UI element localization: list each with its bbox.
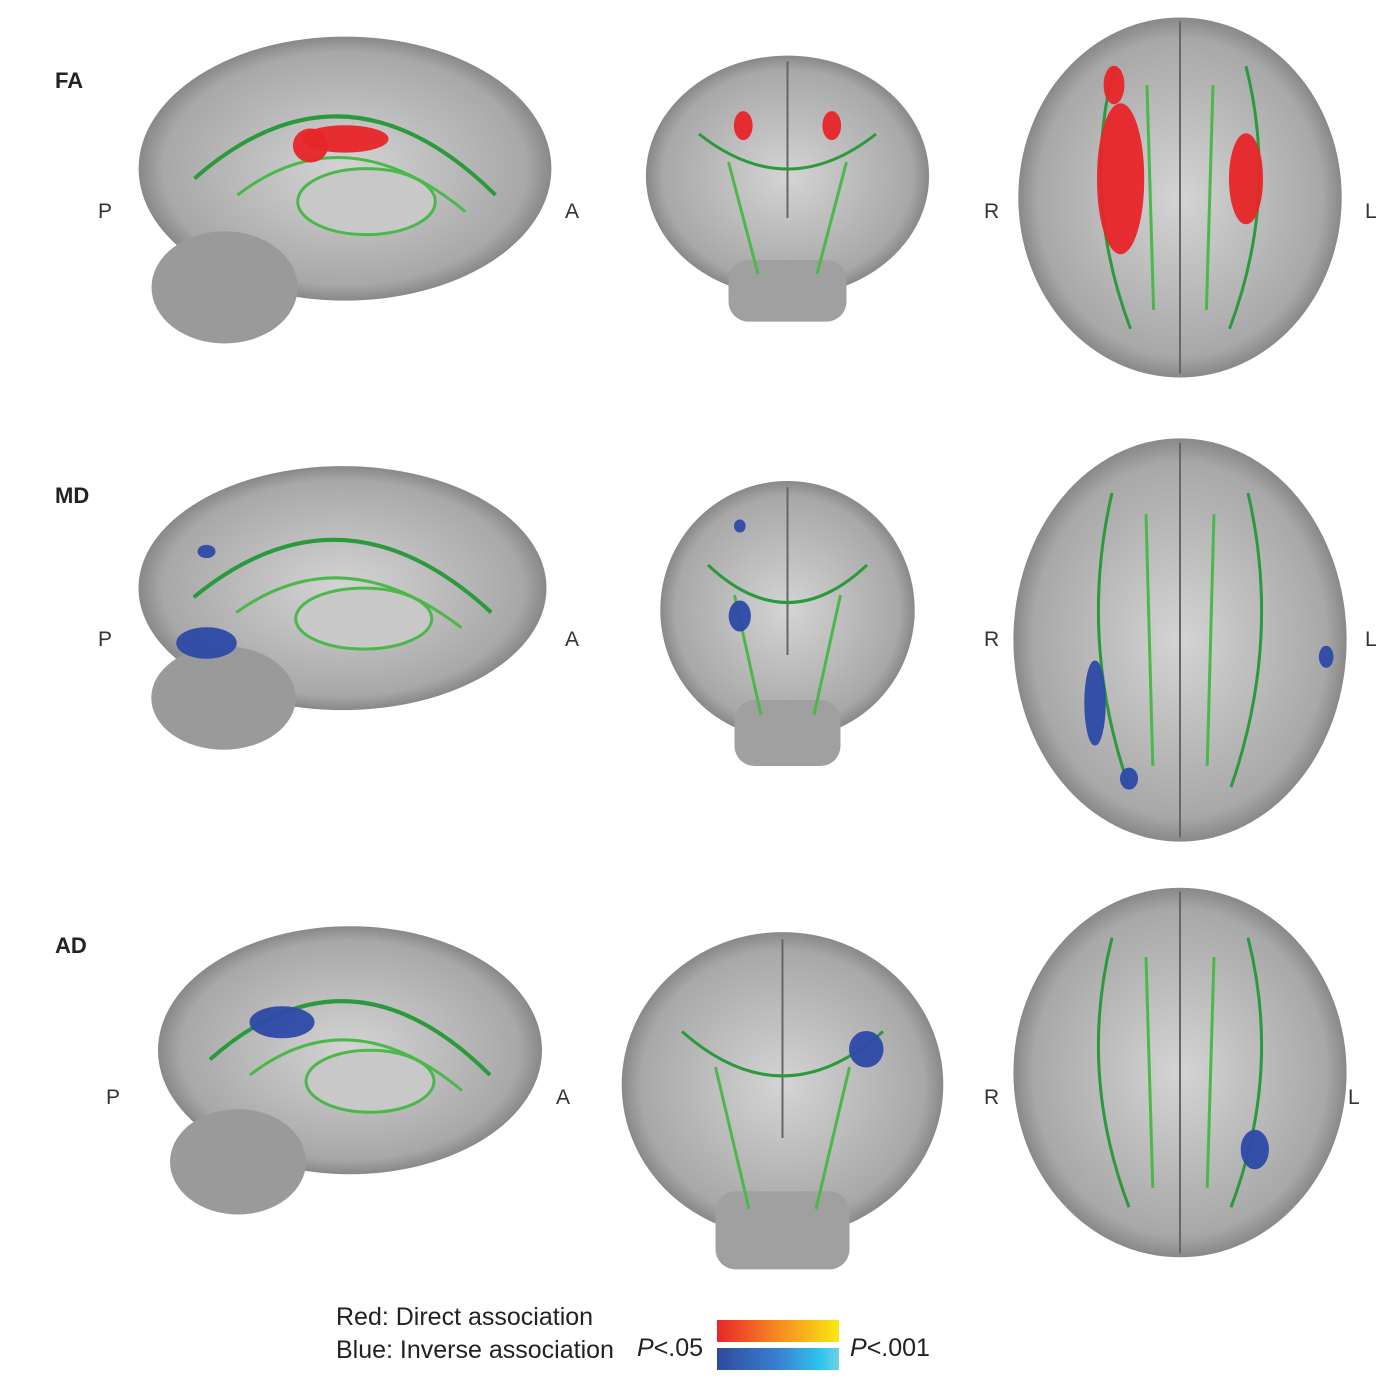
significant-cluster: [728, 600, 751, 632]
tract-line: [706, 563, 869, 604]
orientation-posterior: P: [98, 628, 113, 651]
significant-cluster: [1120, 767, 1138, 790]
brainstem: [715, 1191, 850, 1270]
tract-line: [698, 132, 877, 171]
legend-direct-text: Red: Direct association: [336, 1303, 594, 1331]
p-value: <.05: [653, 1334, 704, 1362]
p-symbol: P: [850, 1334, 867, 1362]
legend-inverse-text: Blue: Inverse association: [336, 1336, 614, 1364]
tract-line: [727, 161, 848, 275]
coronal-slice: [645, 55, 930, 322]
significant-cluster: [1318, 645, 1334, 668]
axial-slice: [1018, 17, 1342, 378]
significant-cluster: [1229, 133, 1263, 225]
tract-line: [236, 156, 467, 213]
thalamus: [296, 167, 437, 237]
significant-cluster: [1084, 660, 1106, 746]
significant-cluster: [292, 128, 329, 163]
cerebellum: [151, 646, 296, 750]
sagittal-slice: [138, 36, 552, 344]
row-label-md: MD: [55, 483, 90, 508]
tract-line: [1145, 84, 1215, 311]
significant-cluster: [734, 519, 746, 533]
significant-cluster: [249, 1006, 315, 1039]
p-symbol: P: [637, 1334, 654, 1362]
orientation-anterior: A: [565, 628, 580, 651]
orientation-anterior: A: [556, 1086, 571, 1109]
tract-line: [1144, 513, 1216, 767]
thalamus: [304, 1048, 436, 1114]
direct-colorbar: [717, 1320, 839, 1342]
tract-line: [235, 576, 463, 629]
tract-line: [192, 537, 493, 614]
axial-slice: [1013, 438, 1347, 842]
orientation-right: R: [984, 200, 1000, 223]
tract-line: [193, 114, 497, 197]
tract-line: [208, 999, 492, 1077]
tract-line: [1096, 492, 1264, 788]
significant-cluster: [1103, 65, 1125, 105]
coronal-slice: [621, 932, 944, 1270]
sagittal-slice: [158, 926, 542, 1215]
cerebellum: [170, 1109, 306, 1215]
sagittal-slice: [138, 466, 547, 750]
tract-line: [1144, 956, 1216, 1189]
brainstem: [734, 700, 841, 766]
significant-cluster: [822, 111, 842, 141]
p-value: <.001: [866, 1334, 930, 1362]
legend-high-p: P<.001: [850, 1334, 930, 1363]
significant-cluster: [1097, 103, 1145, 255]
orientation-right: R: [984, 1086, 1000, 1109]
significant-cluster: [176, 627, 237, 659]
tract-line: [249, 1038, 463, 1092]
inverse-colorbar: [717, 1348, 839, 1370]
orientation-left: L: [1365, 628, 1377, 651]
coronal-slice: [660, 481, 915, 766]
row-label-ad: AD: [55, 933, 87, 958]
orientation-posterior: P: [106, 1086, 121, 1109]
orientation-left: L: [1365, 200, 1377, 223]
legend-low-p: P<.05: [637, 1334, 703, 1363]
significant-cluster: [197, 544, 216, 559]
tract-line: [714, 1066, 851, 1210]
orientation-anterior: A: [565, 200, 580, 223]
orientation-left: L: [1348, 1086, 1360, 1109]
cerebellum: [151, 231, 298, 344]
brainstem: [728, 260, 847, 322]
significant-cluster: [849, 1031, 884, 1068]
row-label-fa: FA: [55, 68, 84, 93]
significant-cluster: [733, 111, 753, 141]
tract-line: [1096, 937, 1264, 1208]
significant-cluster: [1240, 1129, 1269, 1170]
thalamus: [294, 586, 434, 651]
orientation-posterior: P: [98, 200, 113, 223]
axial-slice: [1013, 887, 1347, 1258]
orientation-right: R: [984, 628, 1000, 651]
